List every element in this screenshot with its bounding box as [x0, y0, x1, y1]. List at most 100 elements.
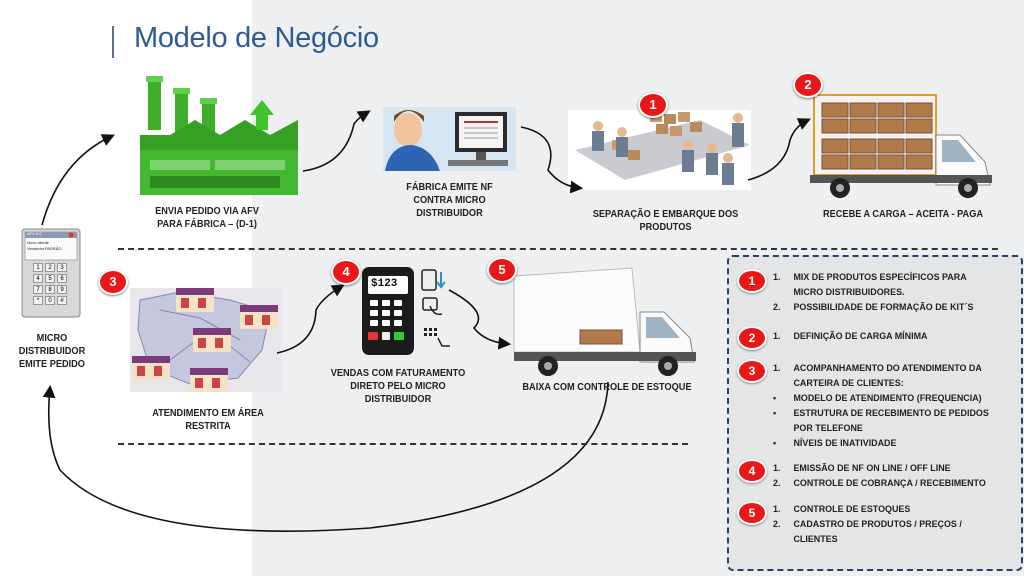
- page-title: Modelo de Negócio: [134, 22, 379, 54]
- label-area: ATENDIMENTO EM ÁREA RESTRITA: [134, 407, 281, 433]
- store-icons: [132, 288, 278, 392]
- label-line: DISTRIBUIDOR: [364, 394, 432, 405]
- item-marker: 1.: [773, 363, 781, 374]
- item-text: DEFINIÇÃO DE CARGA MÍNIMA: [793, 331, 928, 342]
- item-marker: 2.: [773, 519, 781, 530]
- item-marker: •: [773, 438, 777, 449]
- item-text: MODELO DE ATENDIMENTO (FREQUENCIA): [793, 393, 982, 404]
- label-line: DISTRIBUIDOR: [18, 346, 86, 357]
- phone-key: 3: [57, 263, 67, 272]
- panel-badge-3: 3: [737, 359, 767, 383]
- phone-key: 5: [45, 274, 55, 283]
- invoice-illustration: [383, 107, 516, 171]
- phone-key: 0: [45, 296, 55, 305]
- item-text: ESTRUTURA DE RECEBIMENTO DE PEDIDOS: [793, 408, 989, 419]
- label-line: PARA FÁBRICA – (D-1): [157, 219, 257, 230]
- label-line: BAIXA COM CONTROLE DE ESTOQUE: [522, 382, 692, 393]
- item-marker: 1.: [773, 463, 781, 474]
- label-invoice: FÁBRICA EMITE NF CONTRA MICRO DISTRIBUID…: [388, 181, 510, 220]
- phone-keypad: 1 2 3 4 5 6 7 8 9 * 0 #: [33, 263, 69, 305]
- label-factory: ENVIA PEDIDO VIA AFV PARA FÁBRICA – (D-1…: [138, 205, 276, 231]
- label-line: CONTRA MICRO: [413, 195, 486, 206]
- item-text: CONTROLE DE COBRANÇA / RECEBIMENTO: [793, 478, 986, 489]
- item-text: POR TELEFONE: [793, 423, 863, 434]
- label-line: EMITE PEDIDO: [19, 359, 85, 370]
- label-line: PRODUTOS: [639, 222, 692, 233]
- label-line: ENVIA PEDIDO VIA AFV: [155, 206, 259, 217]
- item-text: CONTROLE DE ESTOQUES: [793, 504, 911, 515]
- phone-value-text: PADRÃO: [45, 246, 62, 251]
- loaded-truck-illustration: [810, 94, 992, 198]
- panel-item: MICRO DISTRIBUIDORES.: [773, 285, 905, 300]
- label-separation: SEPARAÇÃO E EMBARQUE DOS PRODUTOS: [585, 208, 746, 234]
- label-line: RESTRITA: [185, 421, 231, 432]
- pos-terminal-illustration: [362, 267, 450, 355]
- item-text: POSSIBILIDADE DE FORMAÇÃO DE KIT´S: [793, 302, 974, 313]
- item-text: CLIENTES: [793, 534, 838, 545]
- label-line: RECEBE A CARGA – ACEITA - PAGA: [823, 209, 983, 220]
- phone-header-text: AFV 5.0: [27, 231, 42, 236]
- label-line: ATENDIMENTO EM ÁREA: [152, 408, 264, 419]
- phone-line2-text: Vendedor: [27, 246, 45, 251]
- panel-badge-2: 2: [737, 326, 767, 350]
- panel-item: 2. CADASTRO DE PRODUTOS / PREÇOS /: [773, 517, 962, 532]
- item-marker: 1.: [773, 504, 781, 515]
- phone-key: 7: [33, 285, 43, 294]
- label-stock: BAIXA COM CONTROLE DE ESTOQUE: [515, 381, 699, 394]
- item-marker: 1.: [773, 331, 781, 342]
- factory-illustration: [140, 76, 298, 195]
- item-text: CARTEIRA DE CLIENTES:: [793, 378, 904, 389]
- panel-item: POR TELEFONE: [773, 421, 863, 436]
- phone-key: #: [57, 296, 67, 305]
- panel-item: 1. EMISSÃO DE NF ON LINE / OFF LINE: [773, 461, 951, 476]
- panel-item: • MODELO DE ATENDIMENTO (FREQUENCIA): [773, 391, 982, 406]
- label-receive: RECEBE A CARGA – ACEITA - PAGA: [816, 208, 991, 221]
- phone-illustration: [21, 228, 81, 318]
- panel-badge-1: 1: [737, 269, 767, 293]
- panel-item: 2. POSSIBILIDADE DE FORMAÇÃO DE KIT´S: [773, 300, 973, 315]
- separator-bottom: [118, 443, 688, 445]
- pos-screen-text: $123: [371, 278, 398, 290]
- badge-2: 2: [793, 72, 823, 98]
- panel-item: 1. MIX DE PRODUTOS ESPECÍFICOS PARA: [773, 270, 967, 285]
- label-line: MICRO: [36, 333, 68, 344]
- panel-item: • NÍVEIS DE INATIVIDADE: [773, 436, 896, 451]
- panel-item: 1. ACOMPANHAMENTO DO ATENDIMENTO DA: [773, 361, 982, 376]
- label-line: SEPARAÇÃO E EMBARQUE DOS: [592, 209, 739, 220]
- label-line: DISTRIBUIDOR: [416, 208, 483, 219]
- item-text: ACOMPANHAMENTO DO ATENDIMENTO DA: [793, 363, 982, 374]
- item-text: EMISSÃO DE NF ON LINE / OFF LINE: [793, 463, 951, 474]
- phone-key: 1: [33, 263, 43, 272]
- panel-item: 1. CONTROLE DE ESTOQUES: [773, 502, 910, 517]
- item-marker: 2.: [773, 302, 781, 313]
- label-micro: MICRO DISTRIBUIDOR EMITE PEDIDO: [13, 332, 90, 371]
- item-text: MIX DE PRODUTOS ESPECÍFICOS PARA: [793, 272, 967, 283]
- phone-key: *: [33, 296, 43, 305]
- details-panel: 1 1. MIX DE PRODUTOS ESPECÍFICOS PARA MIC…: [727, 255, 1023, 571]
- item-text: MICRO DISTRIBUIDORES.: [793, 287, 905, 298]
- label-line: DIRETO PELO MICRO: [350, 381, 446, 392]
- item-marker: •: [773, 408, 777, 419]
- badge-5: 5: [487, 257, 517, 283]
- phone-key: 6: [57, 274, 67, 283]
- panel-item: • ESTRUTURA DE RECEBIMENTO DE PEDIDOS: [773, 406, 989, 421]
- badge-1: 1: [638, 92, 668, 118]
- panel-item: CLIENTES: [773, 532, 838, 547]
- label-line: FÁBRICA EMITE NF: [406, 182, 493, 193]
- label-sales: VENDAS COM FATURAMENTO DIRETO PELO MICRO…: [329, 367, 467, 406]
- panel-item: 2.CONTROLE DE COBRANÇA / RECEBIMENTO: [773, 476, 986, 491]
- map-illustration: [130, 288, 282, 392]
- item-text: NÍVEIS DE INATIVIDADE: [793, 438, 897, 449]
- panel-item: CARTEIRA DE CLIENTES:: [773, 376, 904, 391]
- phone-key: 8: [45, 285, 55, 294]
- stock-truck-illustration: [513, 267, 696, 376]
- panel-badge-5: 5: [737, 501, 767, 525]
- separation-illustration: [568, 110, 751, 190]
- badge-3: 3: [98, 269, 128, 295]
- phone-key: 4: [33, 274, 43, 283]
- item-marker: 1.: [773, 272, 781, 283]
- item-marker: •: [773, 393, 777, 404]
- item-text: CADASTRO DE PRODUTOS / PREÇOS /: [793, 519, 962, 530]
- flow-arrows: [41, 110, 811, 532]
